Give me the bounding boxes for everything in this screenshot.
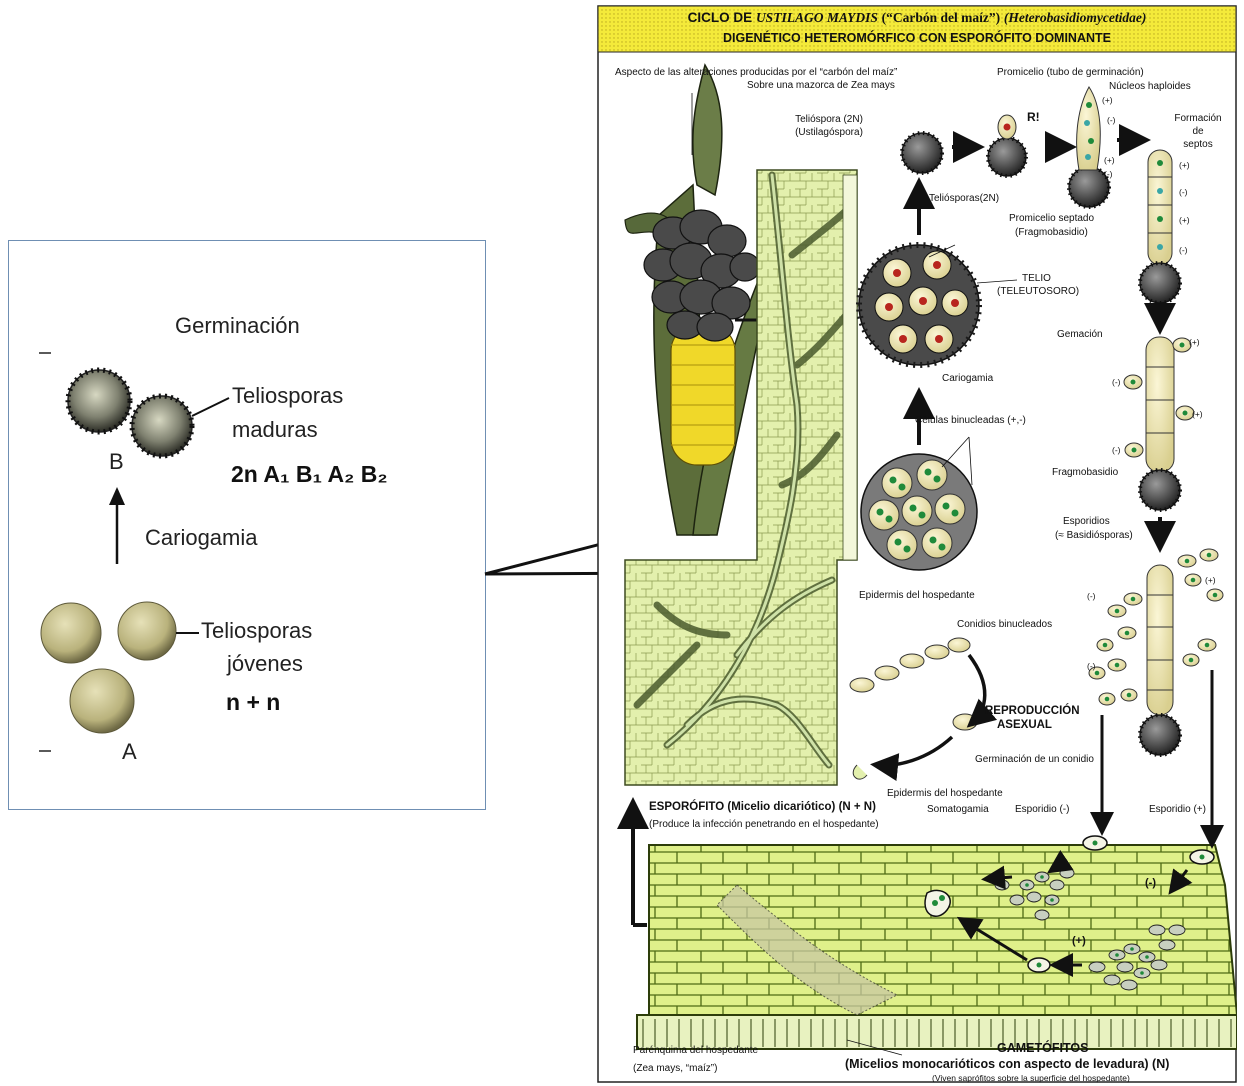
septa-formation-label-2: de [1163,126,1233,137]
septate-promycelium-label-2: (Fragmobasidio) [1015,227,1088,238]
mating-plus-marker-6: (+) [1192,409,1203,419]
teliospore-2n-label-2: (Ustilagóspora) [779,127,879,138]
septa-formation-label-3: septos [1163,139,1233,150]
host-epidermis-strip [843,175,857,560]
mating-minus-marker-9: (-) [1145,877,1156,889]
gametophytes-subtitle: (Micelios monocarióticos con aspecto de … [845,1057,1169,1071]
mating-minus-marker-8: (-) [1087,661,1096,671]
sporophyte-label: ESPORÓFITO (Micelio dicariótico) (N + N) [649,801,876,813]
sporidium-plus-label: Esporidio (+) [1149,804,1206,815]
sporidia-label-1: Esporidios [1063,516,1110,527]
meiosis-r-label: R! [1027,110,1040,124]
mating-plus-marker-5: (+) [1189,337,1200,347]
mating-plus-marker-8: (+) [1072,935,1086,947]
mating-minus-marker-5: (-) [1112,377,1121,387]
conidium-germination-label: Germinación de un conidio [975,754,1094,765]
binucleate-conidia-label: Conidios binucleados [957,619,1052,630]
asexual-reproduction-label-1: REPRODUCCIÓN [985,705,1080,717]
mating-plus-marker-1: (+) [1102,95,1113,105]
corn-note-line-1: Aspecto de las alteraciones producidas p… [615,67,897,78]
mating-minus-marker-3: (-) [1179,187,1188,197]
fragmobasidium-label: Fragmobasidio [1052,467,1118,478]
gametophytes-note: (Viven saprófitos sobre la superficie de… [932,1073,1130,1083]
karyogamy-label: Cariogamia [942,373,993,384]
diagram-title-line-1: CICLO DE USTILAGO MAYDIS (“Carbón del ma… [597,10,1237,26]
mating-minus-marker-7: (-) [1087,591,1096,601]
host-epidermis-label-1: Epidermis del hospedante [859,590,975,601]
sporidia-label-2: (≈ Basidiósporas) [1055,530,1133,541]
sporophyte-sublabel: (Produce la infección penetrando en el h… [649,819,879,830]
telium-label-2: (TELEUTOSORO) [997,286,1079,297]
zea-mays-label: (Zea mays, “maíz”) [633,1063,717,1074]
promycelium-label: Promicelio (tubo de germinación) [997,67,1144,78]
mating-plus-marker-4: (+) [1179,215,1190,225]
sporidium-minus-label: Esporidio (-) [1015,804,1069,815]
corn-note-line-2: Sobre una mazorca de Zea mays [747,80,895,91]
septate-promycelium-label-1: Promicelio septado [1009,213,1094,224]
mating-plus-marker-3: (+) [1179,160,1190,170]
life-cycle-illustration [597,5,1237,1083]
haploid-nuclei-label: Núcleos haploides [1109,81,1191,92]
life-cycle-diagram: CICLO DE USTILAGO MAYDIS (“Carbón del ma… [597,5,1237,1083]
mating-minus-marker-2: (-) [1104,169,1113,179]
teliospore-2n-label-1: Telióspora (2N) [779,114,879,125]
mating-minus-marker-1: (-) [1107,115,1116,125]
free-teliospore [902,133,942,173]
parenchyma-label: Parénquima del hospedante [633,1045,758,1056]
mating-plus-marker-2: (+) [1104,155,1115,165]
teliospore-2n-label-b: Teliósporas(2N) [929,193,999,204]
diagram-title-line-2: DIGENÉTICO HETEROMÓRFICO CON ESPORÓFITO … [597,31,1237,45]
mating-minus-marker-6: (-) [1112,445,1121,455]
gametophytes-title: GAMETÓFITOS [997,1041,1088,1055]
mating-plus-marker-7: (+) [1205,575,1216,585]
somatogamy-label: Somatogamia [927,804,989,815]
asexual-reproduction-label-2: ASEXUAL [997,719,1052,731]
mating-minus-marker-4: (-) [1179,245,1188,255]
telium-label-1: TELIO [1022,273,1051,284]
binucleate-cells-label: Células binucleadas (+,-) [915,415,1026,426]
host-epidermis-label-2: Epidermis del hospedante [887,788,1003,799]
septa-formation-label-1: Formación [1163,113,1233,124]
budding-label: Gemación [1057,329,1103,340]
